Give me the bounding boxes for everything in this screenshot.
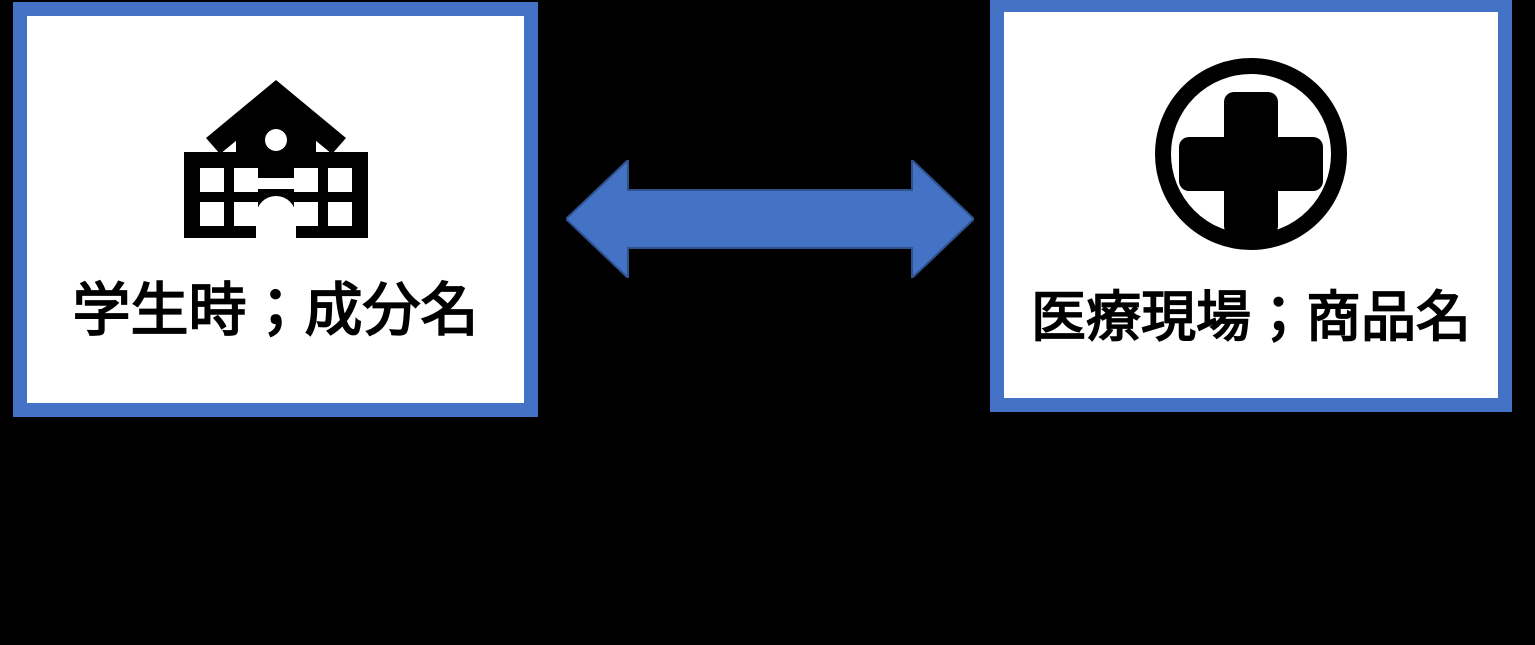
school-building-icon [176, 74, 376, 254]
concept-box-clinical-label: 医療現場；商品名 [1030, 285, 1471, 349]
medical-cross-circle-icon [1151, 54, 1351, 259]
concept-box-student-label: 学生時；成分名 [72, 276, 479, 344]
concept-box-clinical[interactable]: 医療現場；商品名 [990, 0, 1512, 412]
double-headed-arrow-icon [564, 157, 976, 281]
concept-box-student[interactable]: 学生時；成分名 [13, 2, 538, 417]
